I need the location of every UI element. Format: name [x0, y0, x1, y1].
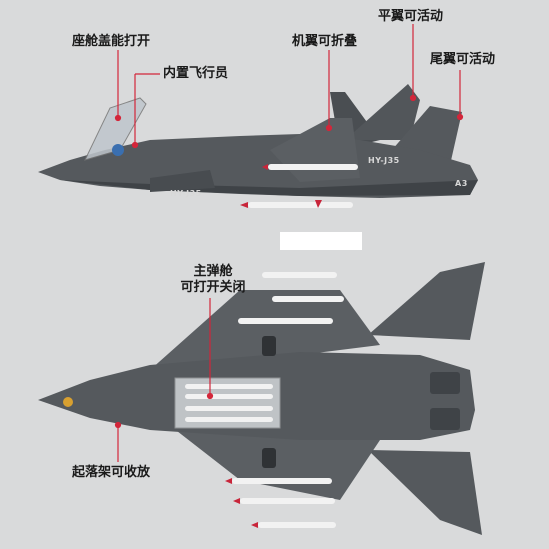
callout-stabilizer: 平翼可活动: [378, 9, 444, 24]
nose-emblem: [63, 397, 73, 407]
callout-bay-line2: 可打开关闭: [180, 280, 246, 295]
callout-wing-fold: 机翼可折叠: [292, 34, 358, 49]
callout-landing-gear: 起落架可收放: [72, 465, 151, 480]
top-missiles-lower: [225, 478, 336, 528]
tail-code-text: HY-J35: [368, 156, 400, 165]
callout-pilot: 内置飞行员: [163, 66, 229, 81]
top-missiles-upper: [238, 272, 344, 324]
callout-bay-line1: 主弹舱: [193, 264, 233, 279]
top-vertical-tail-upper: [368, 262, 485, 340]
tail-number-text: A3: [455, 179, 468, 188]
pilot-figure: [112, 144, 124, 156]
landing-gear-wheel: [262, 448, 276, 468]
side-missile-lower: [240, 200, 353, 208]
top-view-aircraft: [38, 262, 485, 535]
bay-missiles: [185, 384, 273, 422]
stabilizer-fin: [345, 84, 420, 140]
callout-weapons-bay: 主弹舱 可打开关闭: [168, 264, 258, 296]
fuselage-code-text: HY-J35: [170, 189, 202, 198]
blank-label-plate: [280, 232, 362, 250]
side-missile-upper: [262, 164, 358, 170]
top-vertical-tail-lower: [368, 450, 482, 535]
callout-cockpit: 座舱盖能打开: [72, 34, 151, 49]
callout-tail: 尾翼可活动: [430, 52, 496, 67]
side-view-aircraft: HY-J35 HY-J35 A3: [38, 84, 478, 208]
side-fuselage: [38, 134, 478, 198]
leader-lines: [114, 24, 464, 462]
top-wing-upper: [150, 290, 380, 370]
